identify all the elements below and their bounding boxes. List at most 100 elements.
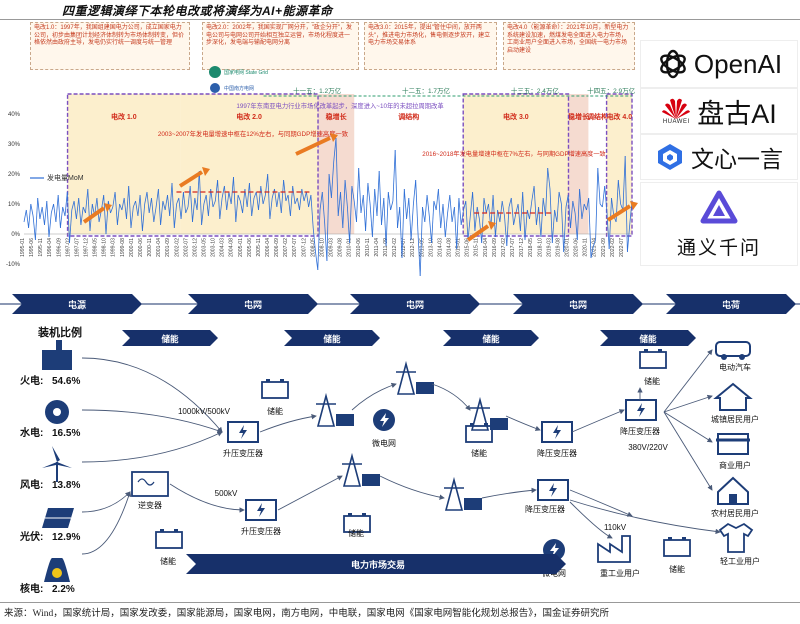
series-segment <box>499 200 503 223</box>
series-segment <box>119 203 123 211</box>
series-segment <box>80 206 84 226</box>
x-tick-label: 1998-10 <box>102 238 108 257</box>
series-segment <box>237 194 241 202</box>
transmission-tower-icon <box>444 476 482 511</box>
title-divider <box>0 19 800 20</box>
series-segment <box>581 203 585 220</box>
period-label: 调结构 <box>398 112 419 121</box>
series-segment <box>35 197 39 241</box>
series-segment <box>137 194 141 217</box>
x-tick-label: 2020-06 <box>574 238 580 257</box>
series-segment <box>171 182 175 229</box>
battery-terminal <box>668 537 672 540</box>
series-segment <box>483 197 487 214</box>
series-segment <box>315 251 319 271</box>
x-tick-label: 2005-06 <box>247 238 253 257</box>
series-segment <box>351 185 355 202</box>
series-segment <box>583 203 587 211</box>
reform-era-frame <box>605 93 633 237</box>
y-tick-label: -10% <box>6 262 21 268</box>
reform-era-frame <box>66 93 319 237</box>
transmission-tower-icon <box>316 392 354 427</box>
series-segment <box>290 185 294 217</box>
series-segment <box>151 197 155 223</box>
x-tick-label: 2001-09 <box>165 238 171 257</box>
series-segment <box>367 182 371 205</box>
x-tick-label: 2019-03 <box>546 238 552 257</box>
storage-label: 储能 <box>348 528 364 538</box>
series-segment <box>394 149 398 229</box>
series-segment <box>517 203 521 232</box>
series-segment <box>30 203 34 217</box>
series-segment <box>60 206 64 229</box>
storage-battery-icon <box>155 529 183 549</box>
flow-arrow <box>663 394 713 413</box>
ev-wheel <box>721 354 727 360</box>
series-segment <box>251 197 255 217</box>
transformer-bolt <box>257 503 265 517</box>
series-segment <box>337 191 341 217</box>
series-segment <box>224 185 228 211</box>
series-segment <box>117 203 120 226</box>
series-segment <box>130 206 134 229</box>
wind-plant-icon <box>42 446 72 482</box>
series-segment <box>374 188 378 217</box>
flow-arrow <box>431 383 471 411</box>
x-tick-label: 1995-06 <box>29 238 35 257</box>
rural-home-outline <box>717 476 749 505</box>
x-tick-label: 2004-03 <box>220 238 226 257</box>
series-segment <box>228 191 232 205</box>
series-segment <box>531 185 535 202</box>
openai-logo-icon <box>660 49 686 79</box>
series-segment <box>219 197 223 220</box>
installed-title: 装机比例 <box>37 325 82 339</box>
series-segment <box>46 200 50 238</box>
source-name: 核电: <box>20 582 43 595</box>
trend-arrow-icon <box>606 204 632 222</box>
tower-house <box>416 382 434 394</box>
series-segment <box>276 191 280 208</box>
series-segment <box>64 191 68 217</box>
storage-banner <box>600 330 696 346</box>
wind-blade <box>57 462 72 468</box>
tower-frame <box>444 476 464 511</box>
series-segment <box>148 197 152 214</box>
commercial-icon <box>716 433 750 455</box>
brand-wenxin: 文心一言 <box>640 134 798 180</box>
x-tick-label: 2012-02 <box>392 238 398 257</box>
series-segment <box>554 209 558 223</box>
plan-label: 十一五：1.2万亿 <box>293 86 342 95</box>
flow-arrow <box>379 475 445 500</box>
series-segment <box>383 197 387 247</box>
reform-4-note: 电改4.0（能源革命）：2021年10月，新型电力系统建设加速，燃煤发电全面进入… <box>503 22 635 70</box>
series-segment <box>173 203 177 229</box>
voltage-label-500kv: 500kV <box>215 489 238 498</box>
source-share: 2.2% <box>52 584 75 595</box>
series-segment <box>296 197 300 211</box>
x-tick-label: 2000-01 <box>129 238 135 257</box>
x-tick-label: 2022-02 <box>610 238 616 257</box>
step-down-transformer-icon <box>537 479 569 501</box>
series-segment <box>294 197 298 205</box>
series-segment <box>381 197 385 226</box>
series-segment <box>572 200 576 214</box>
tower-house <box>490 418 508 430</box>
flow-arrow <box>663 349 713 413</box>
reform-1-note: 电改1.0：1997年，我国组建国电力公司，成立国家电力公司，初步由集团计划经济… <box>30 22 190 70</box>
series-segment <box>249 182 253 217</box>
source-name: 水电: <box>19 426 43 439</box>
series-segment <box>258 185 262 211</box>
y-tick-label: 0% <box>11 232 20 238</box>
rural-home-icon <box>717 476 749 505</box>
series-segment <box>164 194 168 211</box>
wind-blade <box>52 446 60 462</box>
annotation-1997: 1997年东南亚电力行业市场化改革起步，深度进入~10年的未超拉周期改革 <box>236 101 443 110</box>
series-segment <box>556 191 560 223</box>
wenxin-logo-icon <box>658 144 682 170</box>
series-segment <box>563 206 567 253</box>
storage-label: 储能 <box>267 406 283 416</box>
hydro-plant-icon <box>45 400 69 424</box>
series-segment <box>176 197 180 205</box>
series-segment <box>417 230 421 277</box>
reform-3-note: 电改3.0：2015年，提出"管住中间，放开两头"，推进电力市场化，售电侧逐步放… <box>364 22 497 70</box>
